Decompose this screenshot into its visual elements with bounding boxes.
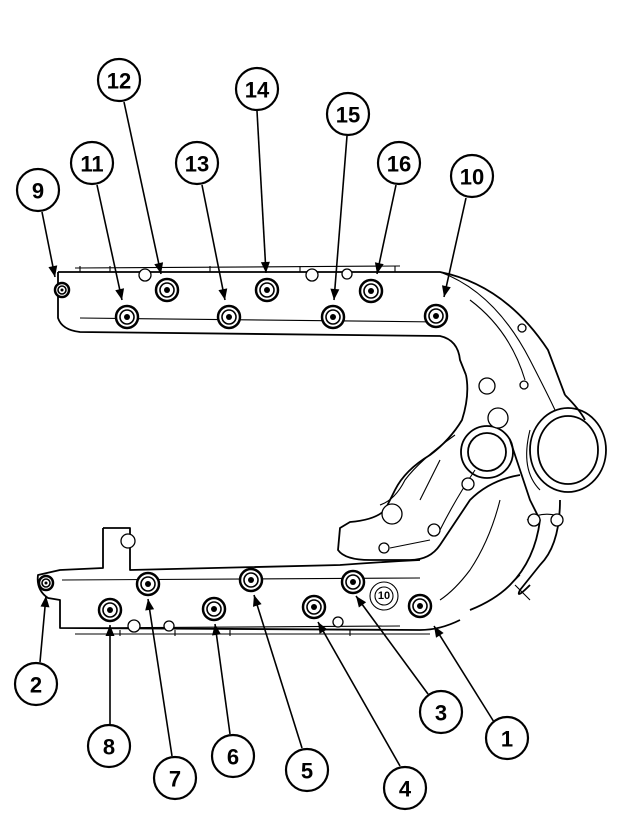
arrowhead-7	[145, 599, 155, 611]
bolt-5	[238, 567, 264, 593]
leader-lines	[39, 101, 495, 767]
arrowhead-12	[154, 262, 164, 274]
callout-16: 16	[376, 140, 422, 186]
leader-16	[374, 184, 397, 275]
callout-7: 7	[152, 755, 198, 801]
arrowhead-16	[374, 262, 384, 274]
leader-12	[123, 101, 164, 275]
leader-10	[441, 197, 467, 298]
arrowhead-1	[434, 626, 444, 638]
callout-label: 6	[227, 745, 239, 770]
arrowhead-8	[105, 625, 115, 636]
bolt-14	[254, 277, 280, 303]
leader-9	[41, 211, 58, 278]
bolts	[37, 277, 449, 623]
leader-2	[39, 595, 50, 663]
leader-7	[145, 598, 173, 757]
bolt-16	[358, 278, 384, 304]
callout-15: 15	[325, 91, 371, 137]
arrowhead-9	[48, 265, 58, 277]
bolt-3	[340, 569, 366, 595]
callout-label: 10	[460, 165, 484, 190]
arrowhead-10	[441, 285, 451, 297]
bolt-7	[135, 571, 161, 597]
callout-label: 8	[103, 735, 115, 760]
bolt-9	[53, 281, 71, 299]
callout-label: 1	[501, 727, 513, 752]
callout-label: 12	[107, 69, 131, 94]
callout-label: 3	[435, 701, 447, 726]
callout-6: 6	[210, 733, 256, 779]
leader-13	[201, 184, 228, 301]
arrowhead-13	[218, 288, 228, 300]
callout-3: 3	[418, 689, 464, 735]
callout-label: 14	[245, 78, 270, 103]
arrowhead-14	[260, 261, 270, 273]
callout-label: 13	[185, 152, 209, 177]
bolt-1	[407, 593, 433, 619]
arrowhead-6	[212, 624, 221, 636]
callout-4: 4	[382, 765, 428, 811]
callout-13: 13	[174, 140, 220, 186]
bolt-8	[97, 597, 123, 623]
arrowhead-11	[115, 288, 125, 300]
bolt-2	[37, 574, 55, 592]
bolt-4	[301, 594, 327, 620]
arrowhead-2	[40, 596, 50, 608]
callout-14: 14	[234, 66, 280, 112]
arrowhead-15	[330, 288, 340, 300]
leader-5	[252, 594, 303, 749]
leader-6	[212, 623, 231, 735]
callout-label: 5	[301, 759, 313, 784]
callout-label: 7	[169, 767, 181, 792]
callout-8: 8	[86, 723, 132, 769]
leader-15	[330, 135, 348, 301]
bolt-13	[216, 304, 242, 330]
callout-label: 11	[80, 152, 103, 177]
callout-10: 10	[449, 153, 495, 199]
leader-4	[317, 621, 401, 767]
leader-11	[96, 184, 125, 301]
callout-12: 12	[96, 57, 142, 103]
bolt-6	[201, 596, 227, 622]
callout-1: 1	[484, 715, 530, 761]
callout-2: 2	[13, 661, 59, 707]
arrowhead-4	[318, 622, 328, 634]
stamp-text: 10	[378, 590, 390, 602]
bolt-15	[320, 304, 346, 330]
bolt-12	[154, 277, 180, 303]
callout-9: 9	[15, 167, 61, 213]
callout-label: 9	[32, 179, 44, 204]
callout-11: 11	[69, 140, 115, 186]
leader-8	[105, 625, 115, 724]
callout-label: 2	[30, 673, 42, 698]
bolt-10	[423, 303, 449, 329]
stamp-mark: 10	[369, 581, 399, 611]
callout-5: 5	[284, 747, 330, 793]
callout-label: 15	[336, 103, 360, 128]
leader-3	[355, 595, 429, 695]
leader-1	[433, 625, 495, 723]
callout-label: 4	[399, 777, 412, 802]
arrowhead-5	[252, 595, 262, 607]
callout-label: 16	[387, 152, 411, 177]
bolt-11	[114, 304, 140, 330]
arrowhead-3	[356, 596, 367, 608]
manifold-outline	[36, 265, 607, 636]
leader-14	[256, 110, 270, 274]
